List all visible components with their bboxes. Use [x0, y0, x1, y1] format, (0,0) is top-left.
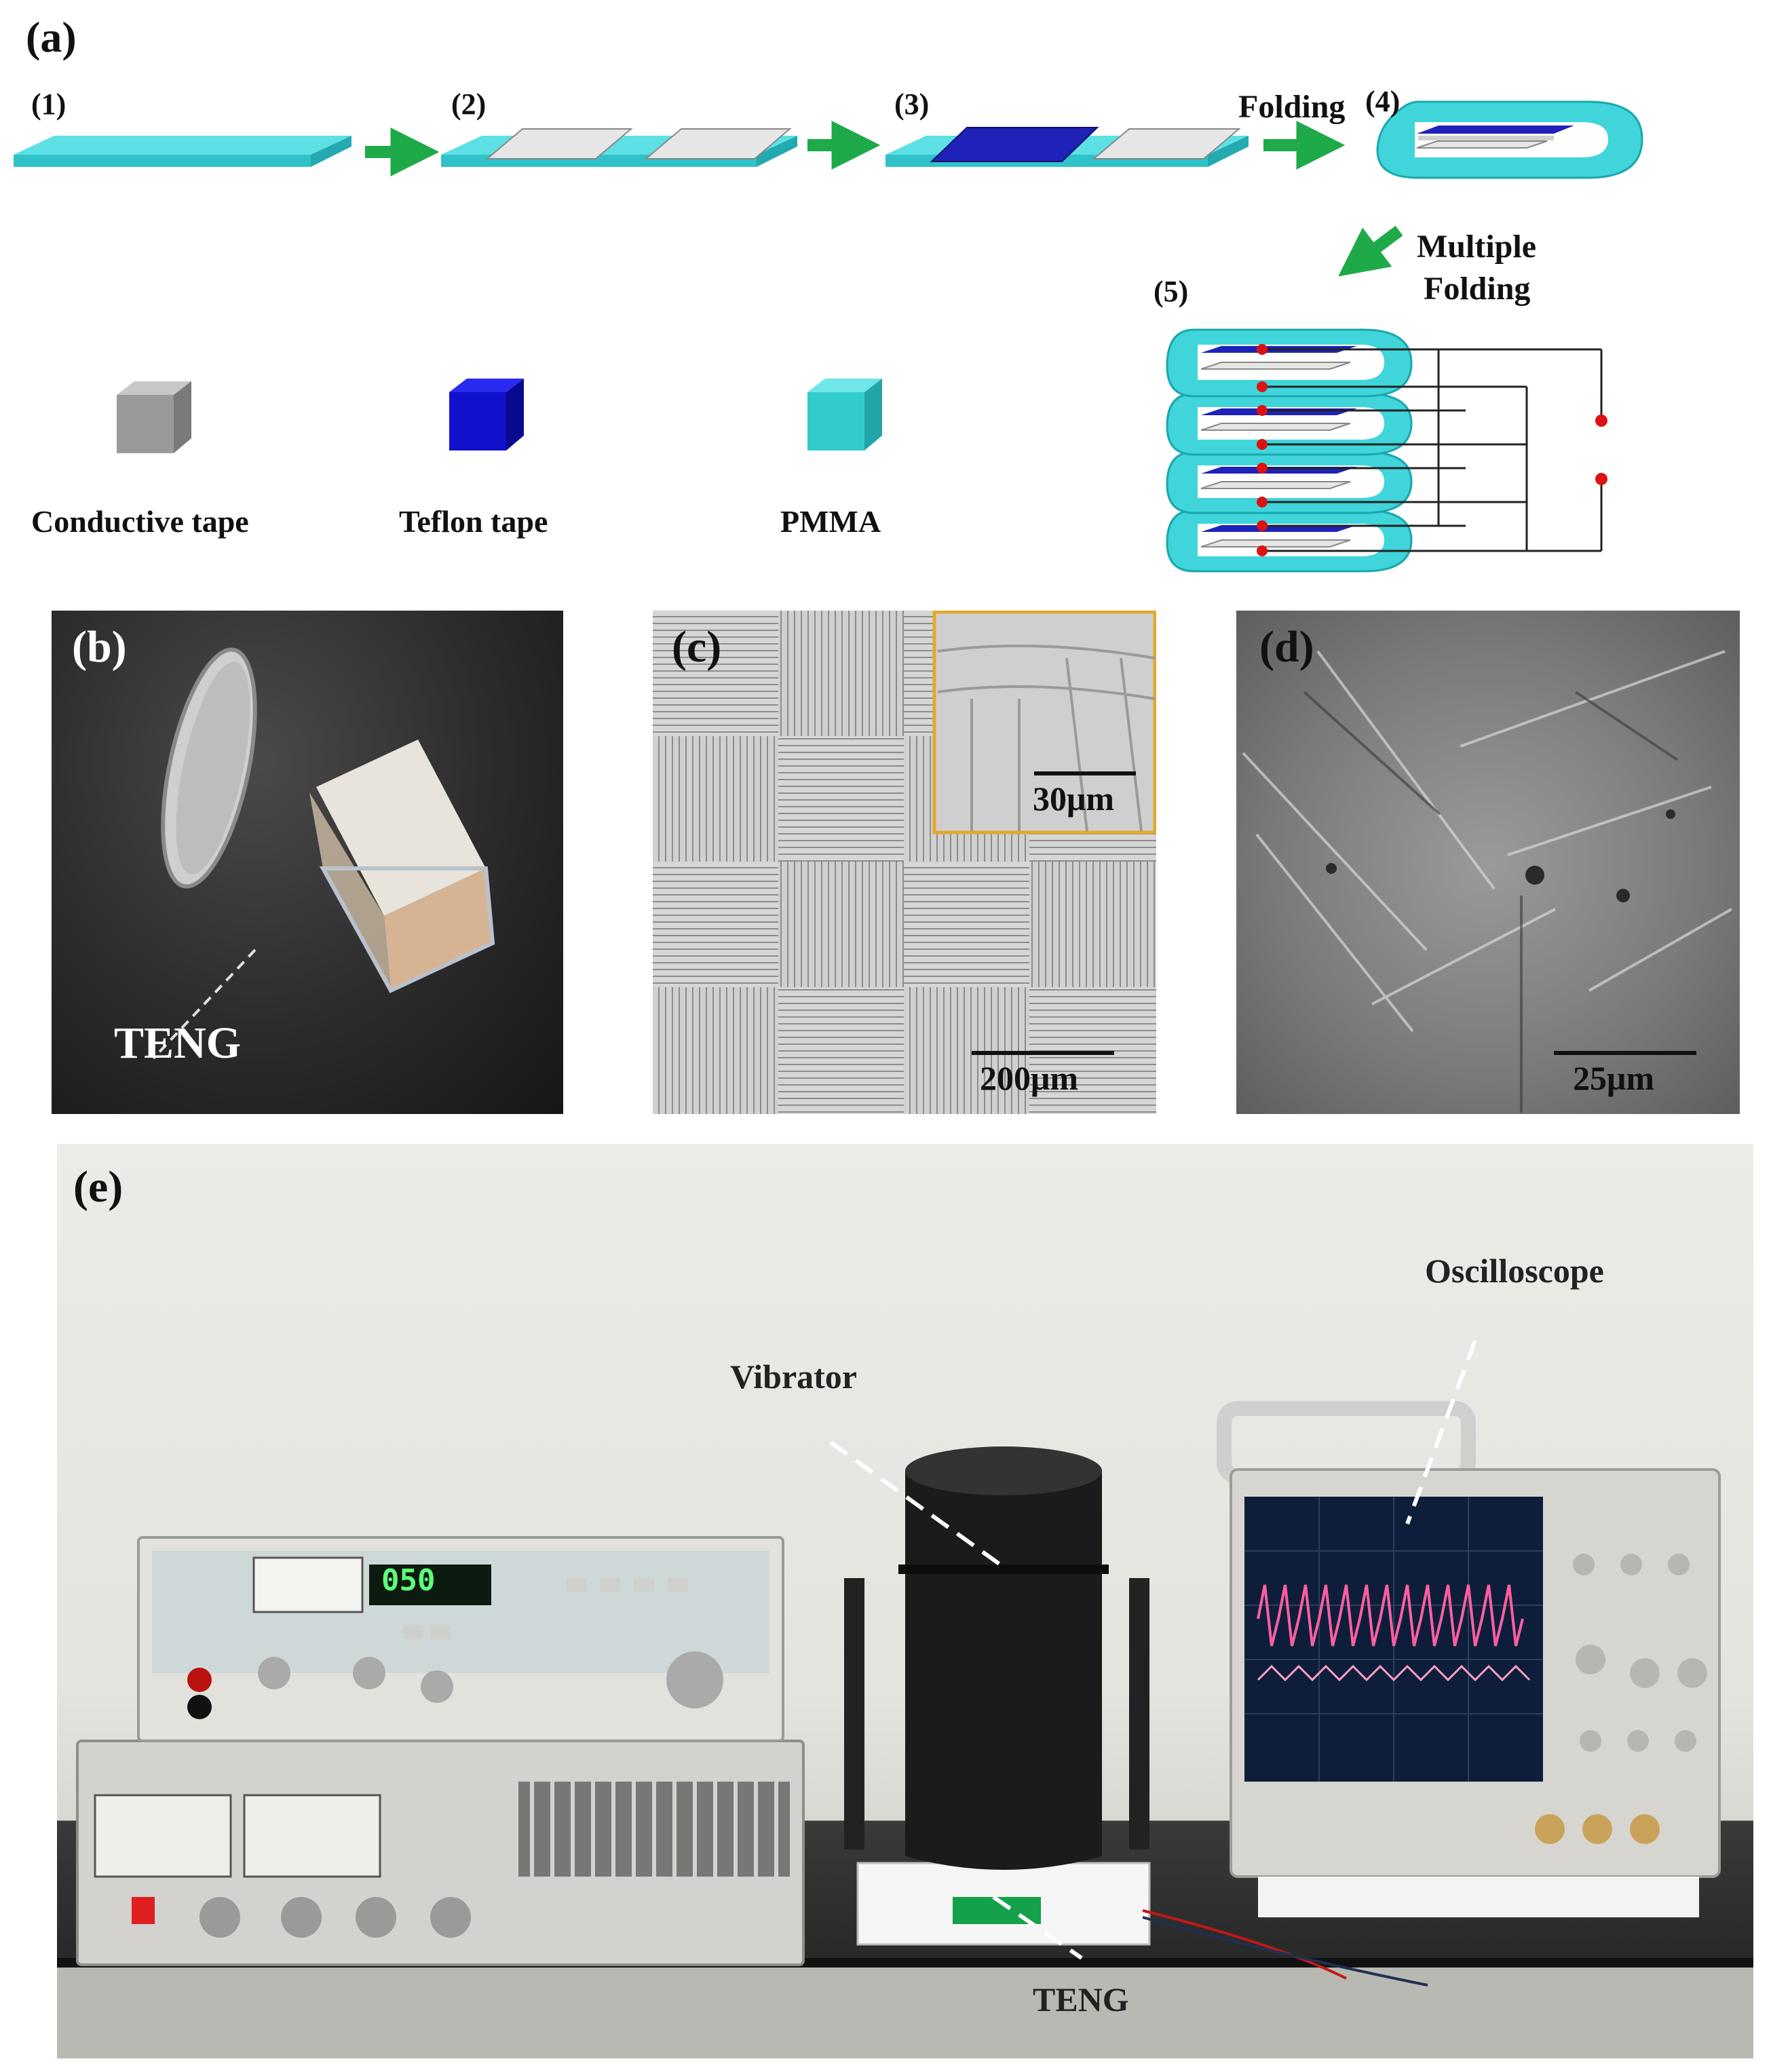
step-5-label: (5) — [1154, 275, 1189, 308]
arrow-4-5 — [1338, 225, 1403, 277]
multiple-label: Multiple — [1417, 229, 1536, 265]
oscilloscope-callout: Oscilloscope — [1425, 1252, 1604, 1290]
panel-d-sem-image — [1236, 611, 1740, 1114]
woven-fiber-pattern — [653, 611, 1156, 1114]
rough-surface-pattern — [1242, 650, 1732, 1113]
step-1-label: (1) — [31, 88, 66, 121]
panel-c-inset-scale: 30μm — [1033, 780, 1114, 818]
teflon-tape-cube-icon — [449, 379, 524, 450]
panel-e-label: (e) — [73, 1162, 123, 1212]
panel-a-diagram — [14, 100, 1643, 573]
step2-sheet — [441, 128, 797, 167]
lab-setup-illustration — [57, 1339, 1753, 2058]
panel-b-label: (b) — [72, 622, 127, 672]
legend-conductive-tape: Conductive tape — [31, 504, 249, 539]
panel-e-photo: 050 — [57, 1144, 1753, 2058]
folding-label-2: Folding — [1424, 271, 1531, 307]
panel-d-label: (d) — [1259, 622, 1314, 672]
legend-teflon-tape: Teflon tape — [399, 504, 548, 539]
panel-b-illustration — [152, 647, 495, 1060]
step-4-label: (4) — [1365, 85, 1401, 118]
panel-c-scale: 200μm — [980, 1059, 1078, 1097]
step1-pmma-sheet — [14, 136, 351, 167]
teng-callout-b: TENG — [114, 1018, 242, 1068]
pmma-cube-icon — [807, 379, 882, 450]
panel-a-label: (a) — [26, 13, 77, 61]
panel-b-photo — [52, 611, 563, 1114]
conductive-tape-cube-icon — [117, 381, 191, 453]
legend-pmma: PMMA — [780, 504, 881, 539]
display-readout: 050 — [381, 1563, 436, 1598]
step-2-label: (2) — [451, 88, 487, 121]
vibrator-callout: Vibrator — [730, 1358, 857, 1396]
panel-d-scale: 25μm — [1573, 1059, 1654, 1097]
panel-c-label: (c) — [672, 622, 722, 672]
teng-callout-e: TENG — [1033, 1980, 1129, 2018]
folding-label: Folding — [1238, 89, 1346, 125]
step4-folded-device — [1376, 100, 1643, 179]
step5-stacked-device — [1166, 328, 1607, 573]
step3-sheet — [886, 127, 1249, 167]
panel-c-sem-image — [653, 611, 1156, 1114]
step-3-label: (3) — [894, 88, 930, 121]
